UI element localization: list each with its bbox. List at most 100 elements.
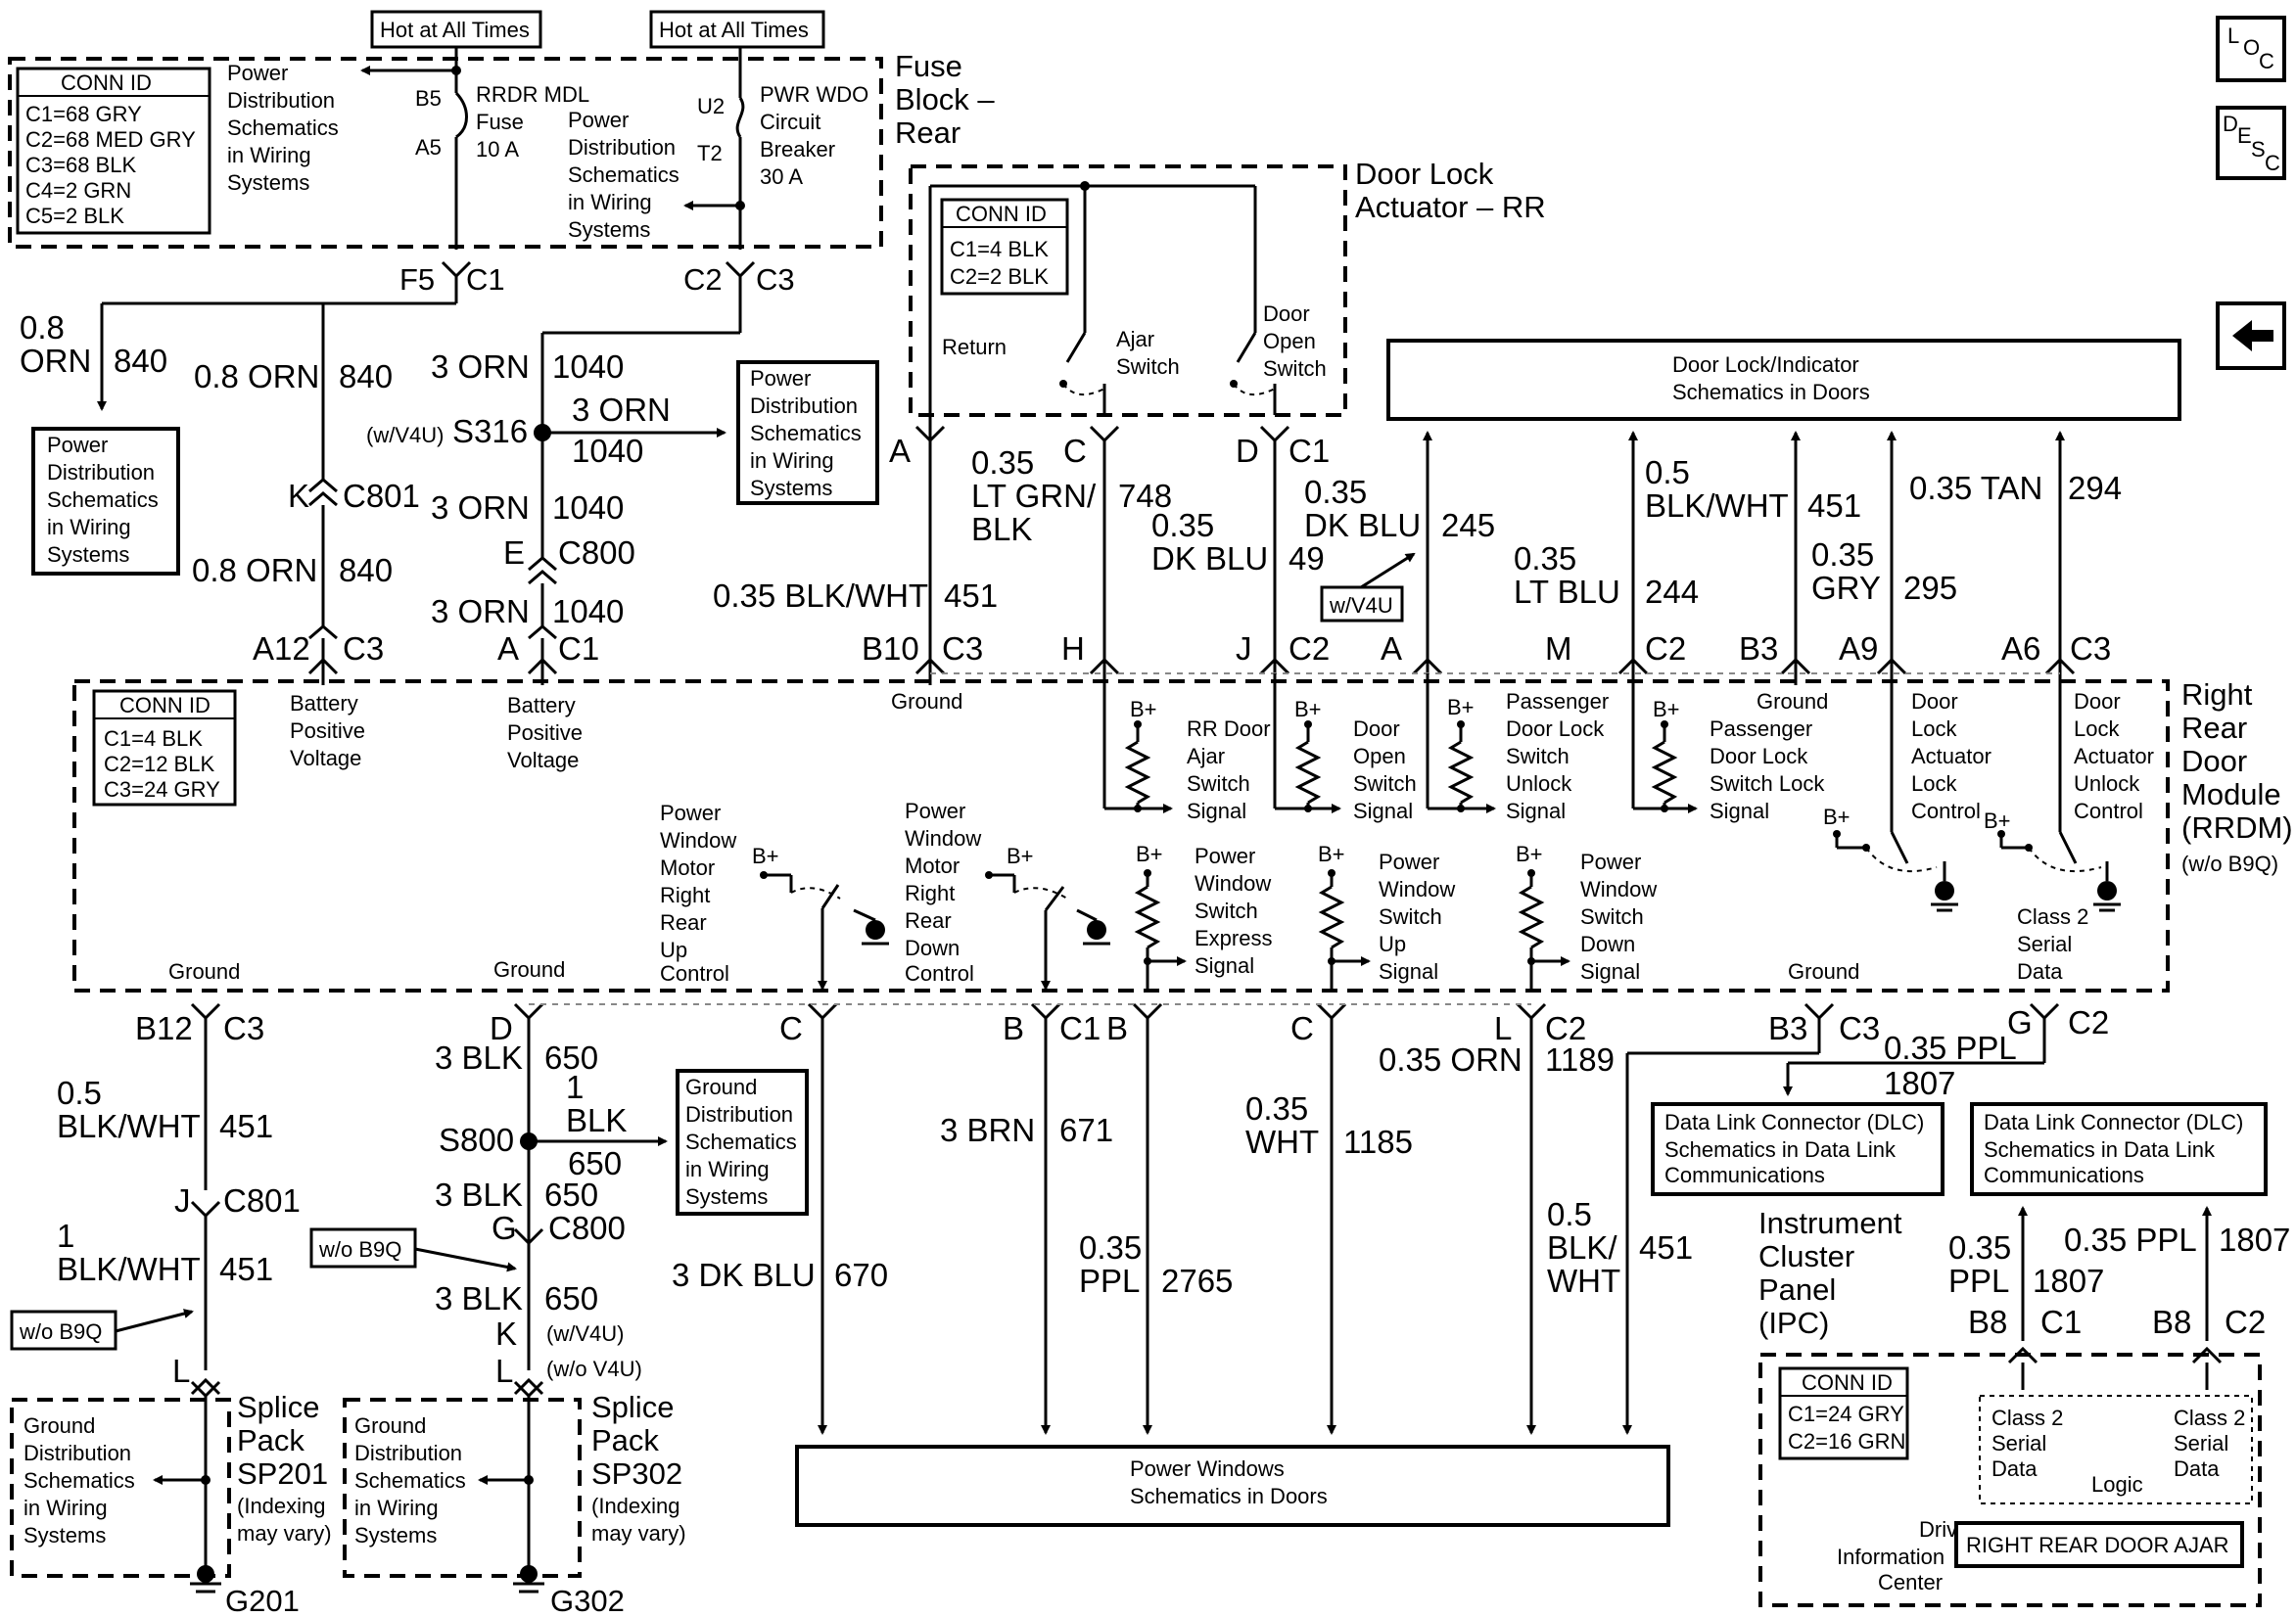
svg-text:451: 451 <box>219 1251 273 1287</box>
svg-text:GRY: GRY <box>1811 570 1881 606</box>
svg-text:Motor: Motor <box>660 855 715 880</box>
svg-text:0.5: 0.5 <box>1645 454 1690 490</box>
svg-text:Systems: Systems <box>227 170 309 195</box>
svg-text:Open: Open <box>1353 744 1406 768</box>
svg-text:Rear: Rear <box>2181 711 2247 745</box>
rr-ajar-signal: B+ RR Door Ajar Switch Signal <box>1104 697 1271 823</box>
svg-text:S: S <box>2251 137 2266 162</box>
svg-text:840: 840 <box>339 552 393 588</box>
svg-text:C2: C2 <box>1645 630 1686 667</box>
svg-text:B+: B+ <box>1318 842 1345 866</box>
svg-text:1: 1 <box>566 1069 584 1105</box>
desc-icon[interactable]: D E S C <box>2216 106 2286 180</box>
svg-text:Splice: Splice <box>591 1390 674 1424</box>
svg-text:B: B <box>1003 1010 1024 1046</box>
svg-text:SP201: SP201 <box>237 1456 328 1491</box>
ground-distribution-box <box>676 1069 809 1216</box>
svg-text:C5=2 BLK: C5=2 BLK <box>25 204 124 228</box>
back-arrow-icon[interactable] <box>2216 301 2286 370</box>
svg-text:Positive: Positive <box>507 720 583 745</box>
svg-text:Signal: Signal <box>1195 953 1254 978</box>
svg-text:(w/o B9Q): (w/o B9Q) <box>2181 852 2278 876</box>
svg-text:Power: Power <box>568 108 629 132</box>
svg-text:Window: Window <box>905 826 981 851</box>
passenger-unlock-signal: B+ Passenger Door Lock Switch Unlock Sig… <box>1428 689 1609 823</box>
svg-text:Distribution: Distribution <box>47 460 155 485</box>
svg-text:1040: 1040 <box>552 489 624 526</box>
svg-text:10 A: 10 A <box>476 137 519 162</box>
svg-text:C: C <box>2259 49 2274 73</box>
svg-text:C2=16 GRN: C2=16 GRN <box>1788 1429 1905 1454</box>
svg-text:B8: B8 <box>2152 1304 2191 1340</box>
resistor-icon <box>1518 885 1545 949</box>
svg-text:Control: Control <box>660 961 729 986</box>
svg-text:671: 671 <box>1059 1112 1113 1148</box>
svg-text:Cluster: Cluster <box>1758 1239 1854 1273</box>
svg-text:CONN ID: CONN ID <box>956 202 1047 226</box>
fuse-block-rear: Fuse Block – Rear CONN ID C1=68 GRY C2=6… <box>8 10 995 297</box>
svg-text:Lock: Lock <box>1911 771 1957 796</box>
svg-text:L: L <box>172 1353 190 1389</box>
splice-pack-sp302: Ground Distribution Schematics in Wiring… <box>343 1390 686 1617</box>
svg-text:Pack: Pack <box>591 1423 659 1457</box>
svg-text:LT BLU: LT BLU <box>1514 574 1620 610</box>
svg-text:Distribution: Distribution <box>750 393 858 418</box>
svg-text:0.5: 0.5 <box>57 1075 102 1111</box>
pw-motor-down-control: Power Window Motor Right Rear Down Contr… <box>905 799 1110 991</box>
ajar-switch-blade <box>1065 332 1087 363</box>
svg-text:B+: B+ <box>1447 695 1475 719</box>
hot-at-all-times-box-2 <box>649 10 825 49</box>
svg-text:1807: 1807 <box>1884 1065 1955 1101</box>
svg-text:Class 2: Class 2 <box>1991 1406 2063 1430</box>
svg-text:3 ORN: 3 ORN <box>431 593 530 629</box>
ipc-conn-id-box <box>1778 1366 1909 1460</box>
svg-text:(Indexing: (Indexing <box>237 1494 326 1518</box>
svg-text:Control: Control <box>1911 799 1981 823</box>
svg-text:Down: Down <box>905 936 960 960</box>
svg-text:Express: Express <box>1195 926 1272 950</box>
svg-text:Systems: Systems <box>23 1523 106 1548</box>
loc-icon[interactable]: L O C <box>2216 16 2286 82</box>
svg-text:C800: C800 <box>548 1210 626 1246</box>
actuator-lock-control: B+ Door Lock Actuator Lock Control <box>1823 685 1991 912</box>
svg-text:in Wiring: in Wiring <box>47 515 131 539</box>
svg-text:C4=2 GRN: C4=2 GRN <box>25 178 131 203</box>
svg-text:Data Link Connector (DLC): Data Link Connector (DLC) <box>1984 1110 2243 1134</box>
svg-text:Door: Door <box>2074 689 2121 714</box>
svg-text:Serial: Serial <box>2017 932 2072 956</box>
svg-text:DK BLU: DK BLU <box>1304 507 1421 543</box>
svg-text:451: 451 <box>1807 487 1861 524</box>
svg-text:Passenger: Passenger <box>1506 689 1609 714</box>
svg-text:B+: B+ <box>1136 842 1163 866</box>
resistor-icon <box>1294 740 1322 805</box>
svg-text:C2=2 BLK: C2=2 BLK <box>950 264 1049 289</box>
svg-text:670: 670 <box>834 1257 888 1293</box>
dlc-wires: B3 C3 0.35 PPL 1807 G C2 Data Link Conne… <box>1651 1004 2268 1196</box>
power-distribution-box-2 <box>736 360 879 505</box>
svg-text:in Wiring: in Wiring <box>23 1496 108 1520</box>
svg-text:0.35: 0.35 <box>1151 507 1214 543</box>
power-windows-box <box>795 1445 1670 1527</box>
svg-text:Signal: Signal <box>1187 799 1246 823</box>
svg-text:Unlock: Unlock <box>1506 771 1572 796</box>
svg-text:Ajar: Ajar <box>1187 744 1225 768</box>
svg-text:(w/V4U): (w/V4U) <box>366 423 444 447</box>
svg-text:Ajar: Ajar <box>1116 327 1154 351</box>
svg-text:3 ORN: 3 ORN <box>572 392 671 428</box>
svg-text:Voltage: Voltage <box>507 748 579 772</box>
svg-text:DK BLU: DK BLU <box>1151 540 1268 577</box>
svg-text:Down: Down <box>1580 932 1635 956</box>
svg-text:B10: B10 <box>862 630 919 667</box>
svg-text:C800: C800 <box>558 534 635 571</box>
svg-text:Door: Door <box>1911 689 1958 714</box>
svg-text:C801: C801 <box>343 478 420 514</box>
svg-text:PPL: PPL <box>1948 1263 2009 1299</box>
svg-text:C: C <box>779 1010 803 1046</box>
actuator-conn-id-box <box>940 198 1069 296</box>
svg-text:B+: B+ <box>1007 844 1034 868</box>
svg-text:Data: Data <box>1991 1456 2038 1481</box>
svg-text:CONN ID: CONN ID <box>1802 1370 1893 1395</box>
svg-text:C2: C2 <box>2068 1004 2109 1040</box>
svg-text:Battery: Battery <box>290 691 358 716</box>
svg-text:ORN: ORN <box>20 343 91 379</box>
